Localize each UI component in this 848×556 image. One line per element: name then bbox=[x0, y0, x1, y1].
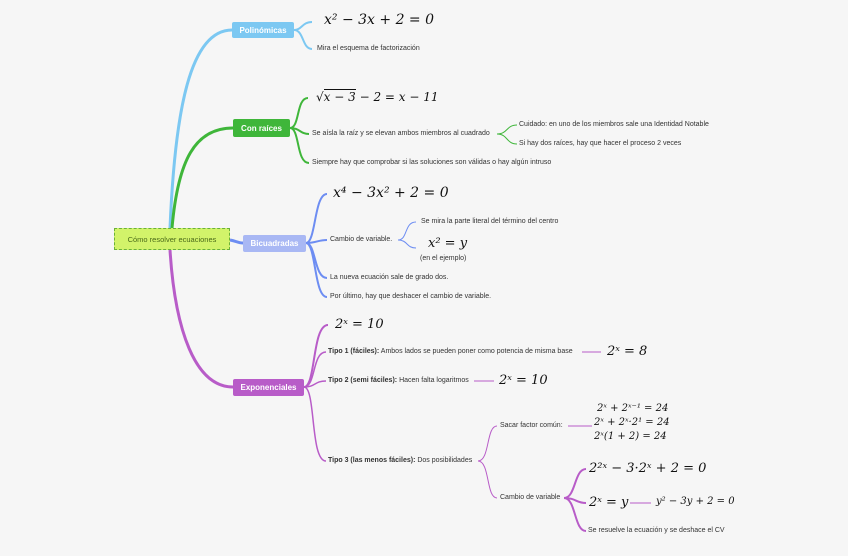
node-exponenciales[interactable]: Exponenciales bbox=[233, 379, 304, 396]
bicuadradas-equation: x⁴ − 3x² + 2 = 0 bbox=[333, 185, 449, 201]
exponenciales-tipo2: Tipo 2 (semi fáciles): Hacen falta logar… bbox=[328, 376, 469, 386]
bicuadradas-newdeg: La nueva ecuación sale de grado dos. bbox=[330, 274, 449, 281]
root-node[interactable]: Cómo resolver ecuaciones bbox=[114, 228, 230, 250]
tipo2-text: Hacen falta logaritmos bbox=[397, 377, 469, 384]
polinomicas-equation: x² − 3x + 2 = 0 bbox=[324, 12, 435, 28]
factor-comun-label: Sacar factor común: bbox=[500, 422, 563, 429]
factor-line-3: 2ˣ(1 + 2) = 24 bbox=[594, 431, 667, 442]
raices-eq-rest: − 2 = x − 11 bbox=[359, 90, 439, 104]
bicuadradas-substitution: x² = y bbox=[428, 236, 468, 251]
tipo1-text: Ambos lados se pueden poner como potenci… bbox=[379, 348, 573, 355]
raices-equation: √x − 3 − 2 = x − 11 bbox=[316, 89, 439, 104]
exponenciales-tipo1: Tipo 1 (fáciles): Ambos lados se pueden … bbox=[328, 347, 573, 357]
bicuadradas-undo: Por último, hay que deshacer el cambio d… bbox=[330, 293, 492, 300]
exponenciales-equation: 2ˣ = 10 bbox=[335, 317, 384, 332]
connector-root-raices bbox=[170, 126, 234, 229]
connector-root-exponenciales bbox=[168, 249, 234, 389]
cambio-variable-label: Cambio de variable bbox=[500, 494, 561, 501]
raices-careful: Cuidado: en uno de los miembros sale una… bbox=[519, 121, 709, 128]
bicuadradas-look: Se mira la parte literal del término del… bbox=[421, 218, 559, 225]
tipo2-equation: 2ˣ = 10 bbox=[499, 373, 548, 388]
exponenciales-tipo3: Tipo 3 (las menos fáciles): Dos posibili… bbox=[328, 456, 472, 466]
factor-line-2: 2ˣ + 2ˣ·2¹ = 24 bbox=[594, 417, 670, 428]
polinomicas-note: Mira el esquema de factorización bbox=[317, 45, 420, 52]
sqrt-icon: √ bbox=[316, 90, 324, 104]
cv-substitution: 2ˣ = y bbox=[589, 495, 629, 510]
raices-check: Siempre hay que comprobar si las solucio… bbox=[312, 159, 552, 166]
tipo1-title: Tipo 1 (fáciles): bbox=[328, 348, 380, 355]
node-polinomicas[interactable]: Polinómicas bbox=[232, 22, 294, 38]
node-raices[interactable]: Con raíces bbox=[233, 119, 290, 137]
tipo2-title: Tipo 2 (semi fáciles): bbox=[328, 377, 398, 384]
bicuadradas-change: Cambio de variable. bbox=[330, 236, 393, 243]
cv-equation: 2²ˣ − 3·2ˣ + 2 = 0 bbox=[589, 461, 707, 476]
tipo1-equation: 2ˣ = 8 bbox=[607, 344, 648, 359]
bicuadradas-example: (en el ejemplo) bbox=[420, 255, 467, 262]
cv-end: Se resuelve la ecuación y se deshace el … bbox=[588, 527, 725, 534]
cv-new-equation: y² − 3y + 2 = 0 bbox=[656, 496, 735, 507]
tipo3-text: Dos posibilidades bbox=[415, 457, 473, 464]
node-bicuadradas[interactable]: Bicuadradas bbox=[243, 235, 306, 252]
tipo3-title: Tipo 3 (las menos fáciles): bbox=[328, 457, 416, 464]
raices-step1: Se aísla la raíz y se elevan ambos miemb… bbox=[312, 130, 490, 137]
raices-twice: Si hay dos raíces, hay que hacer el proc… bbox=[519, 140, 682, 147]
connector-root-bicuadradas bbox=[229, 238, 244, 245]
factor-line-1: 2ˣ + 2ˣ⁻¹ = 24 bbox=[597, 403, 669, 414]
raices-radicand: x − 3 bbox=[323, 89, 356, 104]
connector-root-polinomicas bbox=[168, 28, 233, 229]
